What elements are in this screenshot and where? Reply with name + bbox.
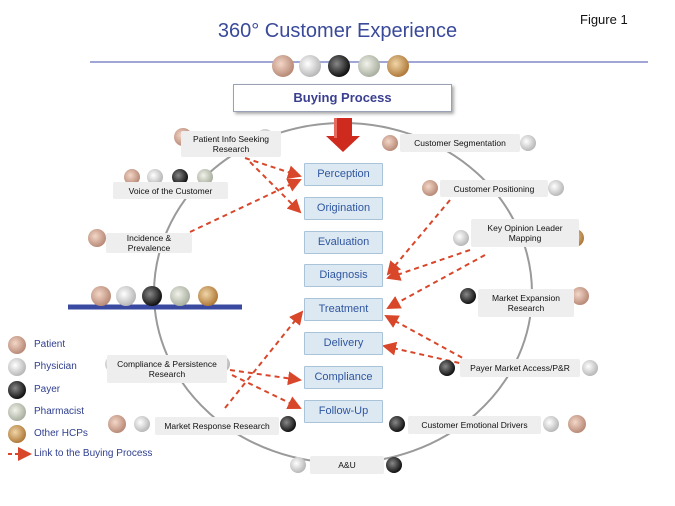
label-market-response-research: Market Response Research [155,417,279,435]
label-a-and-u: A&U [310,456,384,474]
stage-diagnosis: Diagnosis [304,264,383,287]
physician-icon [543,416,559,432]
other-hcps-icon [198,286,218,306]
patient-icon [91,286,111,306]
stage-origination: Origination [304,197,383,220]
link-arrow [189,178,302,233]
legend-label-payer: Payer [34,384,61,395]
payer-icon [439,360,455,376]
link-arrow [384,315,471,363]
page-title: 360° Customer Experience [217,20,458,42]
label-compliance-persistence-research: Compliance & Persistence Research [107,355,227,383]
link-arrow [386,254,486,309]
link-arrow [231,374,302,410]
link-arrow [229,369,302,386]
label-key-opinion-leader-mapping: Key Opinion Leader Mapping [471,219,579,247]
label-customer-positioning: Customer Positioning [440,180,548,197]
physician-icon [582,360,598,376]
physician-icon [290,457,306,473]
physician-icon [520,135,536,151]
physician-icon [453,230,469,246]
other-hcps-icon [387,55,409,77]
stage-perception: Perception [304,163,383,186]
pharmacist-icon [358,55,380,77]
label-patient-info-seeking-research: Patient Info Seeking Research [181,131,281,157]
physician-icon [548,180,564,196]
other-hcps-icon [8,425,26,443]
patient-icon [124,169,140,185]
patient-icon [571,287,589,305]
link-arrow [249,161,302,214]
payer-icon [172,169,188,185]
stage-treatment: Treatment [304,298,383,321]
label-customer-emotional-drivers: Customer Emotional Drivers [408,416,541,434]
label-incidence-prevalence: Incidence & Prevalence [106,233,192,253]
physician-icon [116,286,136,306]
payer-icon [386,457,402,473]
patient-icon [422,180,438,196]
label-market-expansion-research: Market Expansion Research [478,289,574,317]
payer-icon [460,288,476,304]
link-arrow [224,310,304,409]
label-payer-market-access: Payer Market Access/P&R [460,359,580,377]
legend-label-link: Link to the Buying Process [34,448,153,459]
payer-icon [328,55,350,77]
pharmacist-icon [197,169,213,185]
pharmacist-icon [170,286,190,306]
bar-icon-strip [91,286,218,306]
label-voice-of-the-customer: Voice of the Customer [113,182,228,199]
patient-icon [382,135,398,151]
label-icons [88,128,598,473]
stage-delivery: Delivery [304,332,383,355]
patient-icon [88,229,106,247]
link-arrow [382,341,469,366]
payer-icon [142,286,162,306]
buying-process-header: Buying Process [233,84,452,112]
payer-icon [8,381,26,399]
payer-icon [280,416,296,432]
legend-icons [8,336,26,443]
stage-evaluation: Evaluation [304,231,383,254]
legend-label-physician: Physician [34,361,77,372]
patient-icon [568,415,586,433]
physician-icon [8,358,26,376]
pharmacist-icon [8,403,26,421]
stage-follow-up: Follow-Up [304,400,383,423]
patient-icon [272,55,294,77]
legend-label-patient: Patient [34,339,66,350]
link-arrow [386,199,451,276]
link-arrow [244,157,302,179]
physician-icon [299,55,321,77]
link-arrows [189,157,486,410]
link-arrow [386,249,471,281]
legend-label-pharmacist: Pharmacist [34,406,85,417]
patient-icon [108,415,126,433]
label-customer-segmentation: Customer Segmentation [400,134,520,152]
legend-label-other-hcps: Other HCPs [34,428,88,439]
physician-icon [147,169,163,185]
patient-icon [8,336,26,354]
customer-icon-strip [272,55,409,77]
stage-compliance: Compliance [304,366,383,389]
payer-icon [389,416,405,432]
physician-icon [134,416,150,432]
down-arrow-icon [326,118,360,152]
figure-label: Figure 1 [580,12,628,27]
